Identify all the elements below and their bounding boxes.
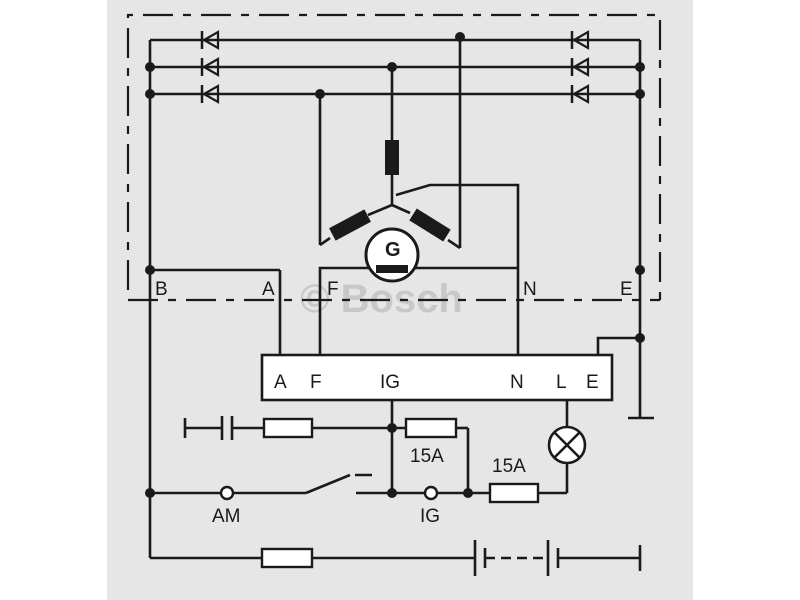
regulator-terminal-a: A [274,372,287,393]
generator-housing-outline [126,13,662,302]
generator-terminal-b: B [155,279,168,300]
external-wiring [150,400,642,576]
switch-label-ig: IG [420,506,440,527]
fuse-1 [404,417,458,439]
switch-label-am: AM [212,506,241,527]
regulator-terminal-l: L [556,372,567,393]
fuse-1-label: 15A [410,446,444,467]
stator-winding [318,37,462,250]
generator-terminal-e: E [620,279,633,300]
charge-lamp [547,425,587,465]
interconnect-wiring [148,268,654,558]
regulator-terminal-ig: IG [380,372,400,393]
generator-symbol: G [364,227,420,283]
fuse-2-label: 15A [492,456,526,477]
main-fuse [260,547,314,569]
generator-symbol-label: G [385,239,401,261]
switch-terminal-am [219,485,235,501]
generator-terminal-a: A [262,279,275,300]
winding-coil-left [329,209,371,241]
resistor [262,417,314,439]
generator-terminal-n: N [523,279,537,300]
regulator-terminal-e: E [586,372,599,393]
regulator-terminal-f: F [310,372,322,393]
regulator-box: A F IG N L E [260,353,614,402]
winding-coil-top [385,140,399,175]
fuse-2 [488,482,540,504]
regulator-terminal-n: N [510,372,524,393]
switch-terminal-ig [423,485,439,501]
winding-coil-right [409,208,451,242]
field-wiring [318,183,520,355]
generator-terminal-f: F [327,279,339,300]
